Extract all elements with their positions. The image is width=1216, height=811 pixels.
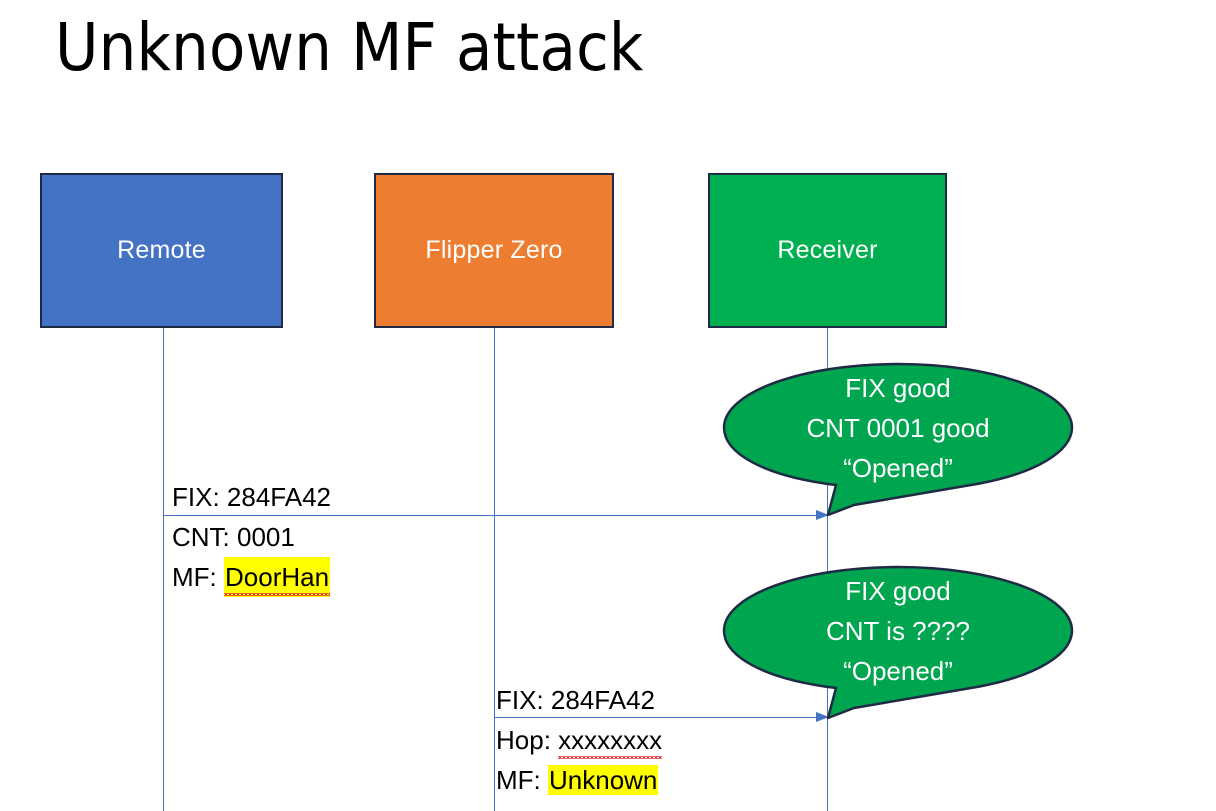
callout-shape-2 [722,565,1074,720]
actor-label-receiver: Receiver [777,236,878,264]
page-title: Unknown MF attack [55,9,644,86]
message-line-mf-2: MF: Unknown [496,765,659,795]
message-arrow-flipper-to-receiver [494,712,829,722]
message-text-block-2: FIX: 284FA42 Hop: xxxxxxxx MF: Unknown [496,680,663,800]
actor-label-flipper: Flipper Zero [425,236,563,264]
misspelled-value-hop: xxxxxxxx [558,720,663,760]
lifeline-remote [163,328,164,811]
actor-label-remote: Remote [117,236,206,264]
highlighted-value-doorhan: DoorHan [224,557,331,597]
message-line-fix: FIX: 284FA42 [172,482,331,512]
callout-bubble-2[interactable]: FIX good CNT is ???? “Opened” [722,565,1074,720]
lifeline-receiver [827,328,828,811]
message-line-fix-2: FIX: 284FA42 [496,685,655,715]
message-line-cnt: CNT: 0001 [172,522,295,552]
actor-box-flipper[interactable]: Flipper Zero [374,173,614,328]
message-arrow-remote-to-receiver [163,510,829,520]
highlighted-value-unknown: Unknown [548,765,659,795]
callout-bubble-1[interactable]: FIX good CNT 0001 good “Opened” [722,362,1074,517]
actor-box-remote[interactable]: Remote [40,173,283,328]
actor-box-receiver[interactable]: Receiver [708,173,947,328]
message-line-hop: Hop: xxxxxxxx [496,720,663,760]
callout-shape-1 [722,362,1074,517]
lifeline-flipper [494,328,495,811]
message-line-mf: MF: DoorHan [172,557,331,597]
message-text-block-1: FIX: 284FA42 CNT: 0001 MF: DoorHan [172,477,331,597]
